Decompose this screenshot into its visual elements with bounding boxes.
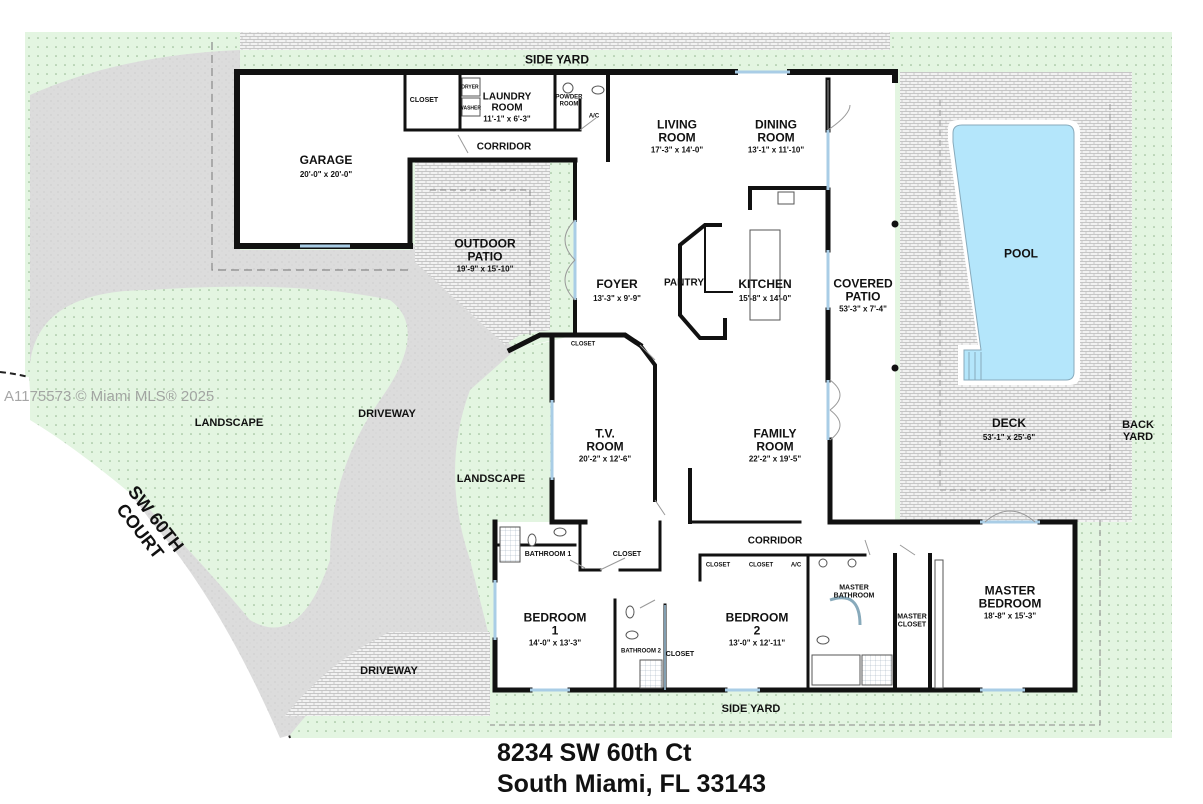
bedroom2-label: BEDROOM 2 13'-0" x 12'-11": [726, 611, 789, 648]
covered-patio-name-2: PATIO: [845, 289, 881, 304]
laundry-room-label: LAUNDRY ROOM 11'-1" x 6'-3": [483, 92, 532, 125]
tv-room-name-1: T.V.: [595, 426, 615, 441]
living-room-label: LIVING ROOM 17'-3" x 14'-0": [651, 118, 703, 155]
family-room-label: FAMILY ROOM 22'-2" x 19'-5": [749, 427, 801, 464]
outdoor-patio-dim: 19'-9" x 15'-10": [456, 264, 514, 274]
master-bedroom-dim: 18'-8" x 15'-3": [983, 611, 1037, 621]
family-name-1: FAMILY: [753, 426, 797, 441]
pool-label: POOL: [1003, 246, 1039, 261]
address-block: 8234 SW 60th Ct South Miami, FL 33143: [497, 738, 766, 800]
master-bedroom-label: MASTER BEDROOM 18'-8" x 15'-3": [979, 584, 1042, 621]
bedroom2-name-1: BEDROOM: [725, 610, 789, 625]
covered-patio-dim: 53'-3" x 7'-4": [839, 304, 887, 314]
bedroom2-name-2: 2: [753, 623, 761, 638]
kitchen-name: KITCHEN: [738, 276, 792, 291]
covered-patio-name-1: COVERED: [833, 276, 893, 291]
tv-room-dim: 20'-2" x 12'-6": [578, 454, 632, 464]
outdoor-patio-name-1: OUTDOOR: [454, 236, 516, 251]
family-name-2: ROOM: [756, 439, 794, 454]
tv-closet-label: CLOSET: [570, 341, 596, 348]
outdoor-patio-label: OUTDOOR PATIO 19'-9" x 15'-10": [454, 237, 515, 274]
living-name-2: ROOM: [658, 130, 696, 145]
dining-name-2: ROOM: [757, 130, 795, 145]
tv-room-label: T.V. ROOM 20'-2" x 12'-6": [579, 427, 631, 464]
foyer-label: FOYER 13'-3" x 9'-9": [593, 275, 641, 303]
master-closet-name-1: MASTER: [897, 613, 927, 621]
family-dim: 22'-2" x 19'-5": [748, 454, 802, 464]
kitchen-label: KITCHEN 15'-8" x 14'-0": [738, 275, 791, 303]
tv-room-name-2: ROOM: [586, 439, 624, 454]
powder-room-label: POWDER ROOM: [556, 94, 583, 107]
side-yard-bottom-label: SIDE YARD: [721, 702, 781, 715]
garage-label: GARAGE 20'-0" x 20'-0": [300, 151, 353, 179]
master-bath-name-1: MASTER: [839, 584, 869, 592]
master-closet-name-2: CLOSET: [897, 621, 927, 628]
doors: [457, 80, 1036, 609]
back-yard-line-1: BACK: [1122, 418, 1154, 431]
corridor-top-label: CORRIDOR: [476, 141, 532, 153]
columns: [891, 220, 899, 372]
bathroom2-label: BATHROOM 2: [621, 648, 661, 655]
covered-patio-label: COVERED PATIO 53'-3" x 7'-4": [833, 277, 892, 314]
closet-c2-label: CLOSET: [748, 562, 774, 569]
foyer-name: FOYER: [596, 276, 638, 291]
closet-b1-label: CLOSET: [612, 551, 642, 559]
deck-dim: 53'-1" x 25'-6": [982, 432, 1036, 442]
dryer-label: DRYER: [461, 84, 479, 91]
fixtures: [461, 77, 944, 689]
closet-b2-label: CLOSET: [665, 651, 695, 659]
garage-dim: 20'-0" x 20'-0": [299, 169, 353, 179]
pool: [948, 120, 1080, 385]
deck-name: DECK: [991, 415, 1026, 430]
master-closet-label: MASTER CLOSET: [897, 613, 927, 628]
address-line-2: South Miami, FL 33143: [497, 770, 767, 798]
kitchen-dim: 15'-8" x 14'-0": [738, 293, 792, 303]
foyer-dim: 13'-3" x 9'-9": [593, 293, 641, 303]
windows: [300, 70, 1040, 692]
corridor-bottom-label: CORRIDOR: [747, 535, 803, 547]
closet-c1-label: CLOSET: [705, 562, 731, 569]
laundry-dim: 11'-1" x 6'-3": [483, 114, 531, 124]
master-bedroom-name-1: MASTER: [984, 583, 1036, 598]
pantry-label: PANTRY: [664, 277, 704, 289]
powder-name-1: POWDER: [555, 94, 583, 101]
washer-label: WASHER: [459, 105, 481, 112]
bedroom1-name-2: 1: [551, 623, 559, 638]
landscape-island: [29, 286, 408, 628]
outdoor-patio-name-2: PATIO: [467, 249, 503, 264]
watermark: A1175573 © Miami MLS® 2025: [4, 388, 215, 405]
master-bath-label: MASTER BATHROOM: [834, 584, 875, 599]
garage-closet-label: CLOSET: [409, 97, 439, 105]
master-bath-name-2: BATHROOM: [833, 592, 875, 599]
dining-name-1: DINING: [754, 117, 797, 132]
driveway-main-label: DRIVEWAY: [358, 407, 416, 420]
living-name-1: LIVING: [656, 117, 697, 132]
walls: [234, 69, 1078, 693]
driveway-pavers-label: DRIVEWAY: [360, 664, 418, 677]
bathroom1-label: BATHROOM 1: [524, 551, 572, 559]
dining-dim: 13'-1" x 11'-10": [747, 145, 805, 155]
living-dim: 17'-3" x 14'-0": [650, 145, 704, 155]
laundry-name-2: ROOM: [491, 102, 523, 114]
garage-name: GARAGE: [299, 152, 353, 167]
bedroom1-dim: 14'-0" x 13'-3": [528, 638, 582, 648]
ac-top-label: A/C: [588, 113, 600, 120]
dining-room-label: DINING ROOM 13'-1" x 11'-10": [748, 118, 804, 155]
laundry-name-1: LAUNDRY: [482, 91, 532, 103]
bedroom2-dim: 13'-0" x 12'-11": [728, 638, 786, 648]
deck-label: DECK 53'-1" x 25'-6": [983, 414, 1035, 442]
bedroom1-name-1: BEDROOM: [523, 610, 587, 625]
address-line-1: 8234 SW 60th Ct: [497, 739, 692, 767]
landscape-center-label: LANDSCAPE: [456, 472, 526, 485]
back-yard-label: BACK YARD: [1122, 419, 1154, 443]
ac-bottom-label: A/C: [790, 562, 802, 569]
bedroom1-label: BEDROOM 1 14'-0" x 13'-3": [524, 611, 587, 648]
powder-name-2: ROOM: [559, 101, 579, 107]
back-yard-line-2: YARD: [1122, 431, 1154, 443]
side-yard-top-label: SIDE YARD: [524, 52, 590, 67]
master-bedroom-name-2: BEDROOM: [978, 596, 1042, 611]
landscape-left-label: LANDSCAPE: [194, 416, 264, 429]
